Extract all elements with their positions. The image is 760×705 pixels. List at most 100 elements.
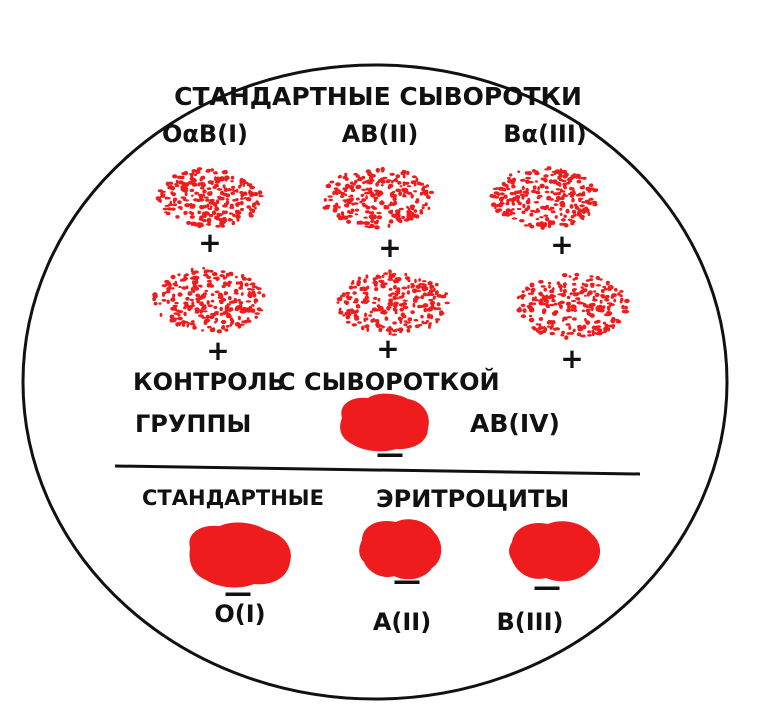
agglutination-speck (426, 320, 429, 323)
agglutination-speck (529, 318, 534, 323)
cell-label-1: O(I) (214, 600, 265, 628)
agglutination-speck (158, 302, 161, 305)
agglutination-speck (190, 277, 196, 280)
agglutination-speck (607, 287, 612, 291)
agglutination-speck (602, 286, 606, 288)
agglutination-speck (563, 195, 569, 197)
agglutination-speck (390, 173, 395, 176)
agglutination-speck (226, 200, 230, 205)
agglutination-speck (226, 306, 230, 310)
agglutination-speck (403, 175, 406, 179)
agglutination-speck (228, 219, 233, 221)
agglutination-speck (502, 202, 505, 204)
agglutination-speck (536, 218, 540, 220)
agglutination-speck (346, 203, 349, 207)
agglutination-speck (572, 187, 575, 191)
agglutination-speck (168, 203, 173, 206)
agglutination-speck (562, 180, 567, 182)
agglutination-speck (207, 300, 210, 305)
agglutination-speck (437, 302, 441, 306)
agglutination-speck (511, 185, 516, 189)
agglutination-speck (346, 295, 350, 299)
agglutination-speck (376, 220, 379, 224)
agglutination-speck (202, 182, 205, 186)
agglutination-speck (262, 294, 266, 298)
agglutination-speck (223, 218, 227, 222)
agglutination-speck (406, 322, 411, 324)
agglutination-speck (195, 297, 199, 300)
agglutination-speck (356, 304, 360, 309)
agglutination-speck (592, 299, 598, 302)
agglutination-speck (224, 328, 228, 331)
agglutination-speck (350, 195, 353, 197)
agglutination-speck (555, 215, 558, 219)
agglutination-speck (624, 310, 629, 314)
agglutination-speck (396, 292, 400, 294)
agglutination-speck (384, 282, 388, 285)
agglutination-speck (365, 274, 368, 278)
agglutination-speck (557, 281, 561, 285)
agglutination-speck (222, 210, 225, 214)
agglutination-speck (195, 294, 200, 298)
agglutination-speck (500, 192, 505, 195)
agglutination-speck (535, 192, 540, 195)
agglutination-speck (537, 196, 541, 199)
agglutination-speck (393, 285, 397, 289)
agglutination-speck (382, 326, 385, 329)
agglutination-speck (614, 288, 618, 292)
agglutination-speck (433, 296, 437, 298)
agglutination-speck (573, 176, 576, 179)
agglutination-speck (389, 219, 394, 223)
agglutination-speck (205, 199, 210, 202)
agglutination-speck (413, 190, 417, 192)
agglutination-speck (522, 204, 525, 208)
agglutination-speck (335, 203, 338, 206)
agglutination-speck (579, 177, 585, 179)
agglutination-speck (562, 170, 567, 173)
agglutination-speck (249, 194, 253, 197)
agglutination-speck (577, 211, 581, 213)
agglutination-row-1 (156, 166, 599, 230)
agglutination-speck (333, 207, 338, 211)
agglutination-speck (422, 206, 425, 209)
agglutination-speck (544, 327, 547, 331)
serum-label-3: Bα(III) (503, 120, 587, 148)
agglutination-speck (226, 273, 230, 277)
agglutination-speck (571, 308, 574, 312)
agglutination-speck (386, 179, 392, 181)
agglutination-speck (376, 168, 380, 173)
agglutination-speck (354, 180, 358, 184)
agglutination-speck (413, 303, 416, 308)
agglutination-speck (500, 187, 504, 191)
agglutination-speck (420, 212, 424, 215)
agglutination-speck (168, 283, 172, 287)
agglutination-speck (366, 169, 371, 173)
agglutination-speck (407, 290, 410, 294)
agglutination-speck (399, 303, 405, 307)
agglutination-speck (577, 297, 580, 301)
agglutination-speck (190, 212, 194, 215)
agglutination-speck (525, 286, 529, 291)
agglutination-speck (198, 314, 204, 317)
agglutination-speck (563, 185, 567, 188)
agglutination-speck (531, 190, 536, 194)
agglutination-speck (374, 225, 380, 229)
agglutination-speck (206, 315, 210, 319)
agglutination-speck (158, 189, 163, 192)
agglutination-speck (389, 288, 393, 291)
agglutination-speck (404, 219, 410, 222)
agglutination-speck (376, 212, 381, 214)
agglutination-speck (194, 287, 199, 291)
agglutination-speck (379, 201, 385, 205)
agglutination-speck (555, 327, 561, 330)
agglutination-speck (604, 298, 609, 302)
serum-label-1: OαΒ(I) (162, 120, 248, 148)
agglutination-speck (534, 172, 540, 176)
agglutination-speck (548, 282, 551, 285)
agglutination-speck (424, 192, 429, 196)
agglutination-speck (214, 207, 219, 212)
agglutination-speck (378, 307, 382, 312)
agglutination-speck (201, 294, 207, 299)
agglutination-speck (346, 321, 351, 324)
agglutination-speck (552, 171, 558, 173)
